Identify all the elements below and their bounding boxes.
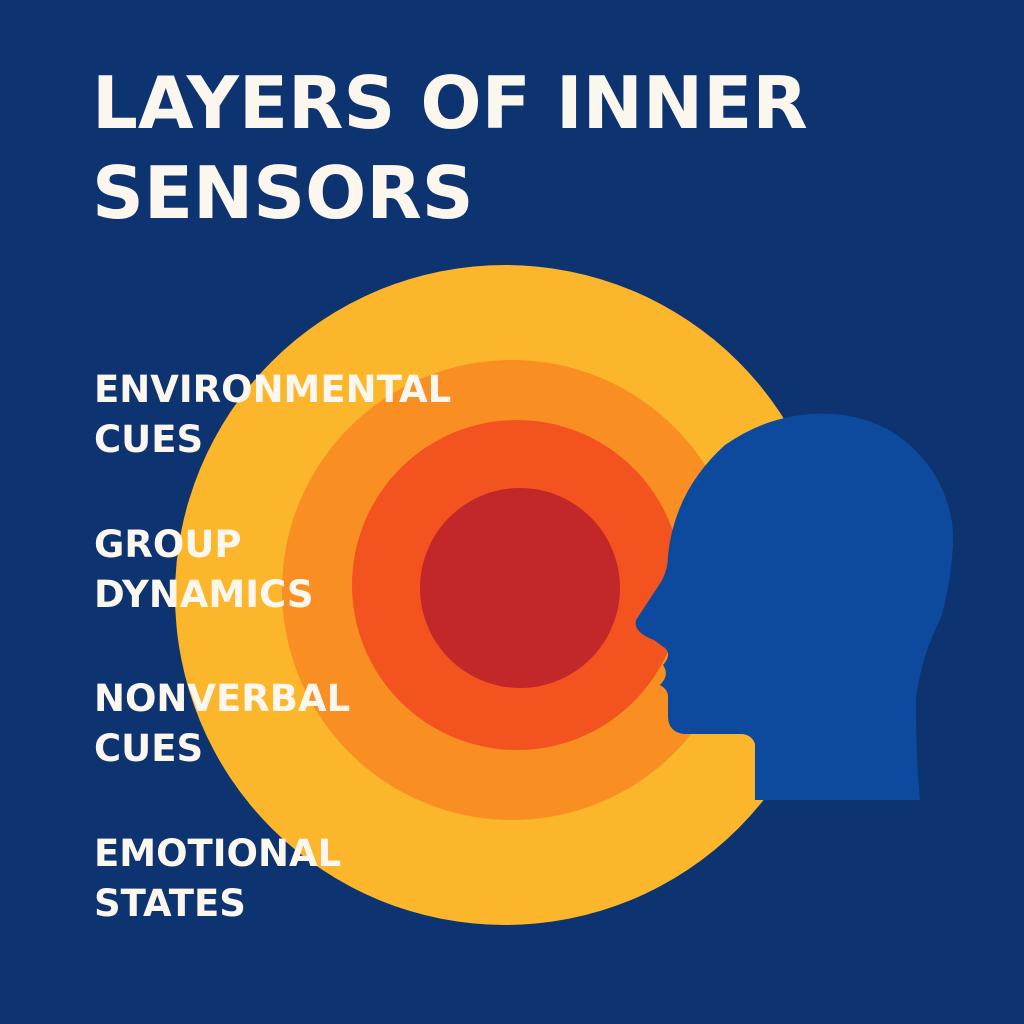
layer-label-emotional-states: EMOTIONAL STATES (94, 829, 341, 929)
layer-label-line: STATES (94, 882, 246, 925)
layer-label-line: CUES (94, 418, 204, 461)
layer-label-group-dynamics: GROUP DYNAMICS (94, 520, 314, 620)
layer-label-line: CUES (94, 727, 204, 770)
layer-label-nonverbal-cues: NONVERBAL CUES (94, 674, 350, 774)
layer-label-line: GROUP (94, 523, 242, 566)
title-line-2: SENSORS (92, 151, 474, 235)
title-line-1: LAYERS OF INNER (92, 61, 808, 145)
layer-label-line: NONVERBAL (94, 677, 351, 720)
layer-label-environmental-cues: ENVIRONMENTAL CUES (94, 365, 451, 465)
layer-label-line: ENVIRONMENTAL (94, 368, 452, 411)
layer-label-line: DYNAMICS (94, 573, 314, 616)
head-profile-icon (635, 413, 954, 800)
layer-ring-emotional-states (420, 488, 620, 688)
page-title: LAYERS OF INNER SENSORS (92, 58, 808, 238)
layer-label-line: EMOTIONAL (94, 832, 342, 875)
